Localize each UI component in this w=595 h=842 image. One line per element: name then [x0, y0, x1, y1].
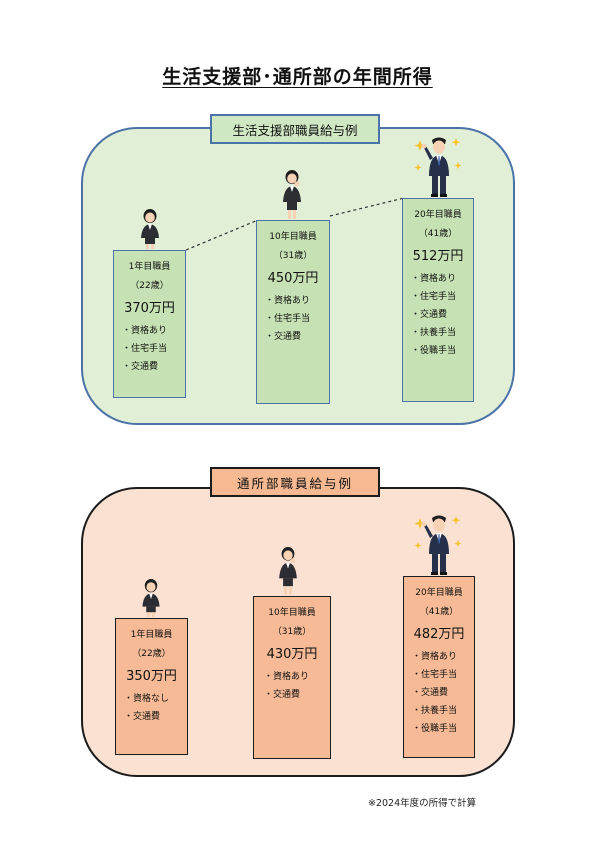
card-item: ・住宅手当	[122, 344, 168, 354]
sparkle-icon	[414, 518, 426, 529]
card-item: ・資格あり	[122, 326, 168, 336]
card-item: ・交通費	[264, 690, 301, 700]
card-item: ・交通費	[122, 362, 159, 372]
woman-employee-icon	[141, 209, 159, 249]
sparkle-icon	[451, 516, 461, 525]
card-years: 10年目職員	[268, 608, 316, 618]
day-service-section-label: 通所部職員給与例	[210, 467, 380, 497]
card-item: ・資格あり	[264, 672, 310, 682]
card-item: ・扶養手当	[412, 706, 458, 716]
card-item: ・資格なし	[124, 694, 170, 704]
page-title: 生活支援部･通所部の年間所得	[0, 62, 595, 89]
sparkle-icon	[454, 540, 462, 547]
card-salary: 430万円	[266, 647, 318, 662]
card-item: ・住宅手当	[265, 314, 311, 324]
card-years: 1年目職員	[128, 262, 171, 272]
card-age: （31歳）	[273, 251, 313, 261]
card-age: （22歳）	[132, 649, 171, 659]
card-salary: 450万円	[267, 271, 319, 286]
card-item: ・交通費	[124, 712, 161, 722]
card-years: 1年目職員	[130, 630, 173, 640]
card-salary: 350万円	[126, 669, 177, 684]
woman-employee-icon	[142, 578, 160, 618]
salary-card-10yr: 10年目職員 （31歳） 450万円 ・資格あり ・住宅手当 ・交通費	[256, 220, 330, 404]
card-item: ・資格あり	[412, 652, 458, 662]
card-item: ・交通費	[412, 688, 449, 698]
card-item: ・役職手当	[412, 724, 458, 734]
card-item: ・住宅手当	[412, 670, 458, 680]
card-item: ・資格あり	[411, 274, 457, 284]
salary-card-1yr: 1年目職員 （22歳） 350万円 ・資格なし ・交通費	[115, 618, 188, 755]
card-item: ・交通費	[265, 332, 302, 342]
card-item: ・住宅手当	[411, 292, 457, 302]
man-pointing-up-icon	[414, 137, 462, 197]
page-title-text: 生活支援部･通所部の年間所得	[162, 66, 433, 88]
card-salary: 512万円	[412, 249, 464, 264]
card-item: ・資格あり	[265, 296, 311, 306]
card-age: （31歳）	[272, 627, 312, 637]
card-item: ・役職手当	[411, 346, 457, 356]
salary-card-20yr: 20年目職員 （41歳） 482万円 ・資格あり ・住宅手当 ・交通費 ・扶養手…	[403, 576, 475, 758]
footnote: ※2024年度の所得で計算	[368, 798, 477, 809]
card-salary: 482万円	[413, 627, 465, 642]
salary-card-20yr: 20年目職員 （41歳） 512万円 ・資格あり ・住宅手当 ・交通費 ・扶養手…	[402, 198, 474, 402]
salary-card-10yr: 10年目職員 （31歳） 430万円 ・資格あり ・交通費	[253, 596, 331, 759]
card-age: （41歳）	[418, 229, 458, 239]
sparkle-icon	[414, 164, 422, 171]
card-age: （22歳）	[130, 281, 169, 291]
card-years: 20年目職員	[414, 210, 462, 220]
life-support-section-label: 生活支援部職員給与例	[210, 114, 380, 144]
woman-thinking-icon	[279, 546, 297, 596]
sparkle-icon	[414, 542, 422, 549]
salary-card-1yr: 1年目職員 （22歳） 370万円 ・資格あり ・住宅手当 ・交通費	[113, 250, 186, 398]
card-item: ・扶養手当	[411, 328, 457, 338]
sparkle-icon	[414, 140, 426, 151]
card-years: 20年目職員	[415, 588, 463, 598]
card-salary: 370万円	[124, 301, 175, 316]
card-age: （41歳）	[419, 607, 459, 617]
man-pointing-up-icon	[414, 515, 462, 575]
card-years: 10年目職員	[269, 232, 317, 242]
sparkle-icon	[454, 162, 462, 169]
card-item: ・交通費	[411, 310, 448, 320]
sparkle-icon	[451, 138, 461, 147]
woman-thinking-icon	[283, 170, 301, 219]
